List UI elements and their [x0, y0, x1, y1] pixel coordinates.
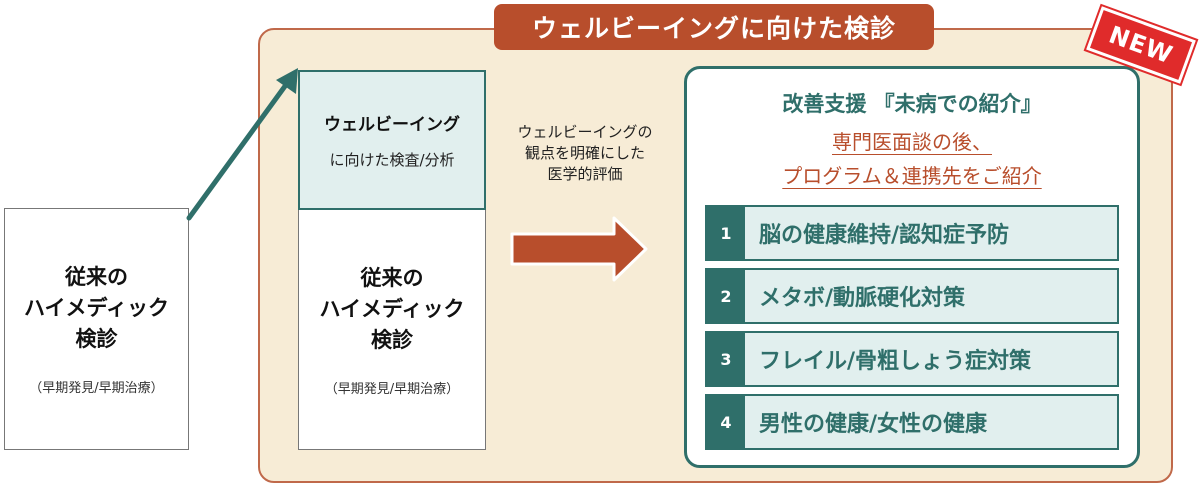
support-subtitle-line2: プログラム＆連携先をご紹介: [684, 160, 1140, 189]
mid-conventional-line1: 従来の: [360, 266, 424, 290]
item-number: 2: [707, 270, 745, 322]
item-number: 4: [707, 396, 745, 448]
conventional-checkup-box: 従来の ハイメディック 検診 （早期発見/早期治療）: [4, 208, 189, 450]
support-subtitle-text1: 専門医面談の後、: [832, 130, 992, 154]
support-item-1: 1 脳の健康維持/認知症予防: [705, 205, 1119, 261]
support-title: 改善支援 『未病での紹介』: [782, 92, 1042, 116]
support-item-2: 2 メタボ/動脈硬化対策: [705, 268, 1119, 324]
item-label: 脳の健康維持/認知症予防: [759, 223, 1010, 248]
item-number: 3: [707, 333, 745, 385]
item-label: フレイル/骨粗しょう症対策: [759, 349, 1032, 374]
description-line1: ウェルビーイングの: [517, 123, 653, 141]
description-line2: 観点を明確にした: [524, 144, 645, 162]
mid-conventional-checkup: 従来の ハイメディック 検診 （早期発見/早期治療）: [298, 210, 486, 450]
mid-conventional-line3: 検診: [371, 328, 413, 352]
right-arrow-icon: [510, 216, 648, 282]
conventional-title-line2: ハイメディック: [23, 296, 170, 320]
support-item-4: 4 男性の健康/女性の健康: [705, 394, 1119, 450]
conventional-title-line3: 検診: [75, 327, 118, 351]
support-subtitle-line1: 専門医面談の後、: [684, 126, 1140, 155]
mid-conventional-line2: ハイメディック: [319, 297, 465, 321]
diagonal-arrow-icon: [186, 68, 298, 221]
conventional-note: （早期発見/早期治療）: [29, 381, 164, 396]
section-title: ウェルビーイングに向けた検診: [494, 4, 934, 50]
item-label: 男性の健康/女性の健康: [759, 412, 988, 437]
conventional-title-line1: 従来の: [65, 265, 128, 289]
wellbeing-analysis-box: ウェルビーイング に向けた検査/分析: [298, 70, 486, 210]
wellbeing-box-line2: に向けた検査/分析: [329, 151, 455, 169]
item-label: メタボ/動脈硬化対策: [759, 286, 966, 311]
description-line3: 医学的評価: [547, 165, 623, 183]
support-subtitle-text2: プログラム＆連携先をご紹介: [782, 164, 1042, 188]
support-item-3: 3 フレイル/骨粗しょう症対策: [705, 331, 1119, 387]
wellbeing-box-line1: ウェルビーイング: [324, 115, 460, 135]
item-number: 1: [707, 207, 745, 259]
mid-conventional-note: （早期発見/早期治療）: [324, 382, 460, 397]
evaluation-description: ウェルビーイングの 観点を明確にした 医学的評価: [490, 122, 680, 185]
